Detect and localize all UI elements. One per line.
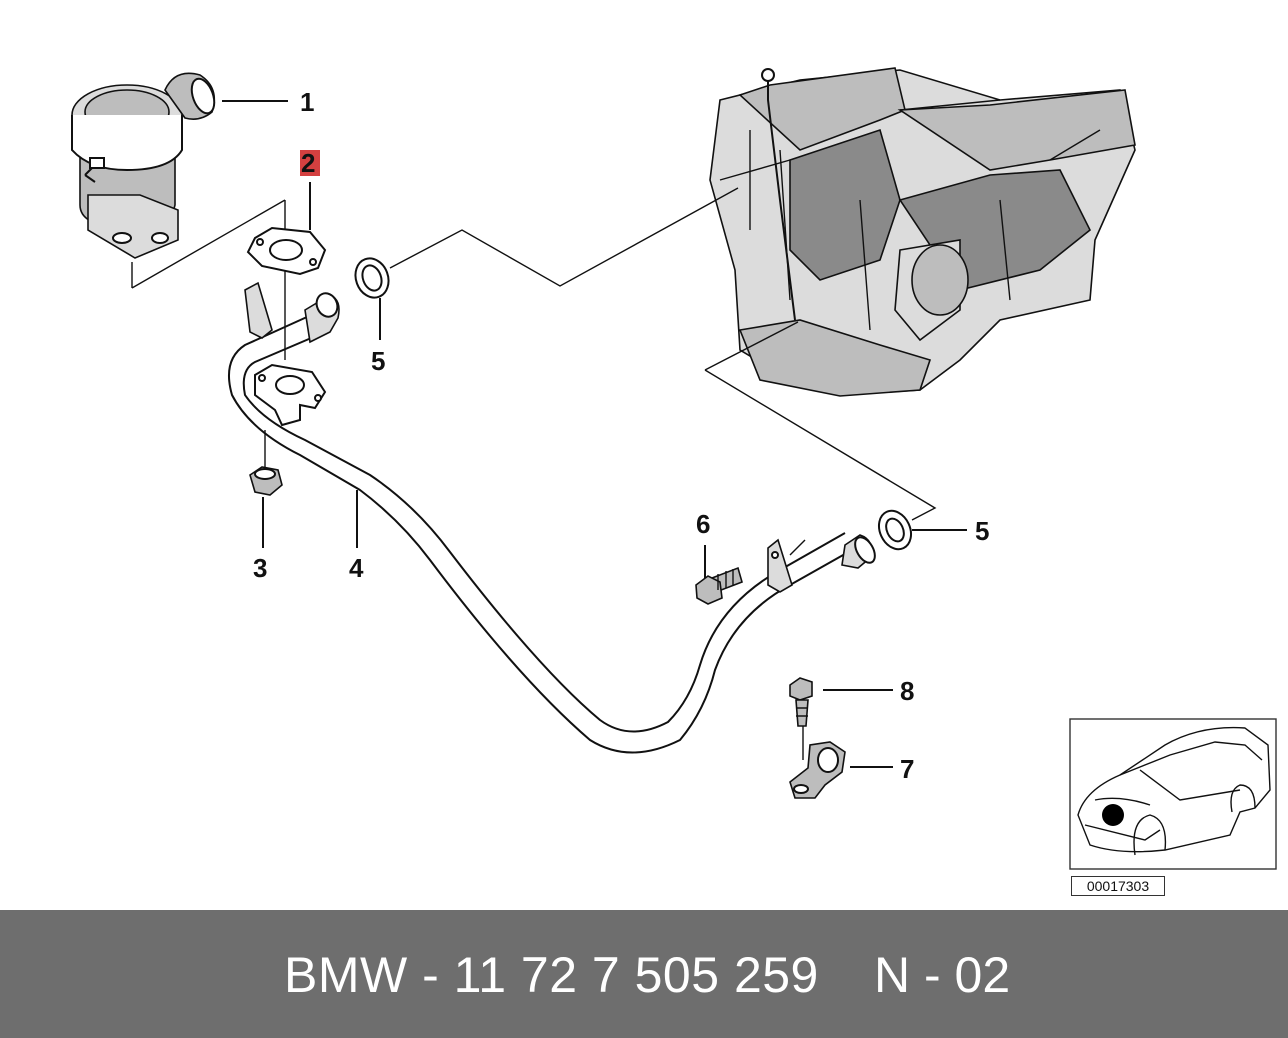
callout-5-lower: 5 (975, 516, 989, 546)
section-code: N - 02 (874, 947, 1011, 1003)
seal-ring-upper (354, 257, 390, 299)
bolt-part-8 (789, 677, 813, 760)
reference-lines (131, 187, 937, 521)
callout-4: 4 (349, 553, 364, 583)
callout-5-upper: 5 (371, 346, 385, 376)
car-locator-inset (1069, 718, 1277, 870)
callout-2: 2 (301, 148, 315, 178)
callout-6: 6 (696, 509, 710, 539)
bolt-part-6 (695, 566, 743, 605)
location-marker (1102, 804, 1124, 826)
air-pipe-part-4 (228, 281, 876, 754)
parts-diagram: .ln { stroke:#111; stroke-width:2; fill:… (71, 67, 1277, 870)
callout-8: 8 (900, 676, 914, 706)
part-number: BMW - 11 72 7 505 259 (284, 947, 819, 1003)
nut-part-3 (249, 430, 283, 496)
engine-block (709, 67, 1136, 397)
air-valve-part-1 (71, 72, 216, 259)
callout-1: 1 (300, 87, 314, 117)
reference-number-label: 00017303 (1071, 876, 1165, 896)
footer-bar: BMW - 11 72 7 505 259 N - 02 (0, 910, 1288, 1038)
callout-7: 7 (900, 754, 914, 784)
clamp-part-7 (789, 741, 846, 799)
car-outline (1077, 726, 1271, 856)
gasket-part-2 (246, 226, 327, 276)
callout-leaders (222, 100, 967, 768)
seal-ring-lower (877, 509, 913, 551)
callout-3: 3 (253, 553, 267, 583)
callout-2-highlight (300, 150, 320, 176)
